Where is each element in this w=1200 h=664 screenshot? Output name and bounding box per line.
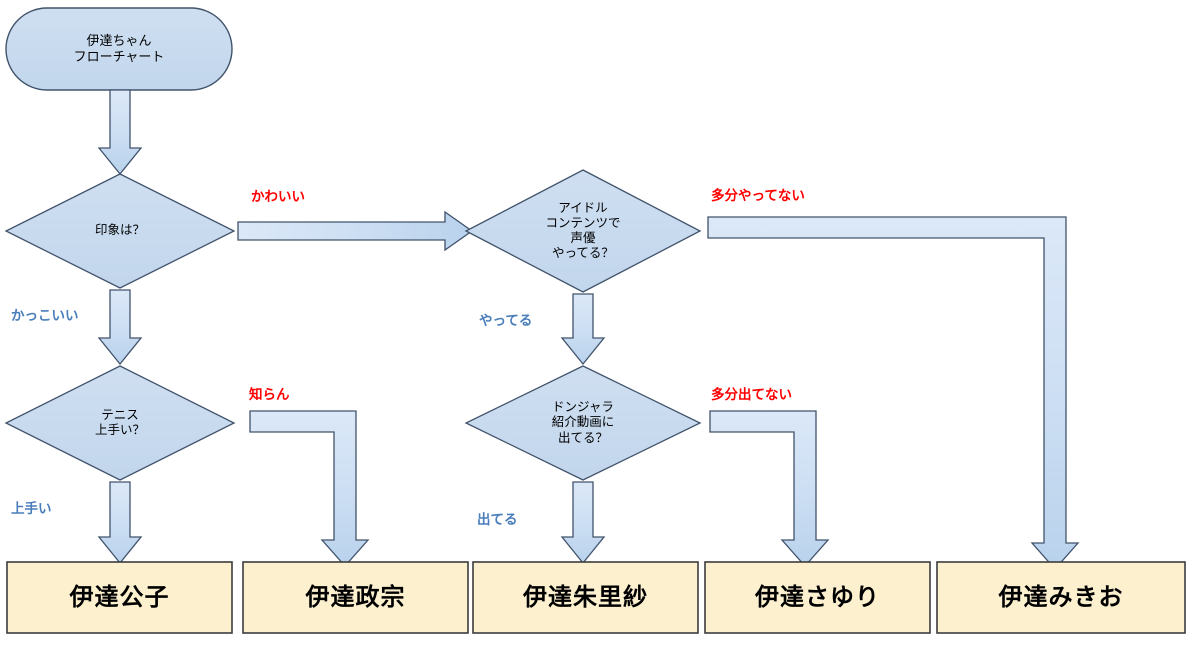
arrow-impression-to-tennis <box>97 289 143 366</box>
decision-tennis-shape <box>4 365 236 481</box>
arrow-idol-no-to-mikio <box>707 216 1080 570</box>
decision-donjara-shape <box>464 365 702 481</box>
arrow-start-to-impression <box>97 89 143 176</box>
arrow-idol-to-donjara <box>560 293 606 366</box>
edge-label-kakkoii: かっこいい <box>11 308 79 323</box>
result-box-akarisa <box>472 561 699 634</box>
edge-label-tabun-yattenai: 多分やってない <box>711 188 805 203</box>
edge-label-kawaii: かわいい <box>251 189 305 204</box>
arrow-donjara-to-akarisa <box>560 481 606 565</box>
arrow-tennis-to-kimiko <box>97 481 143 565</box>
edge-label-deteru: 出てる <box>477 512 518 527</box>
result-box-masamune <box>242 561 469 634</box>
result-box-sayuri <box>704 561 931 634</box>
decision-idol-seiyuu-shape <box>464 169 702 293</box>
result-box-kimiko <box>6 561 233 634</box>
edge-label-umai: 上手い <box>11 501 52 516</box>
start-node-shape <box>5 7 233 91</box>
arrow-donjara-no-to-sayuri <box>709 410 830 567</box>
edge-label-yatteru: やってる <box>479 313 533 328</box>
edge-label-tabun-detenai: 多分出てない <box>711 387 792 402</box>
arrow-impression-to-idol <box>237 210 474 252</box>
result-box-mikio <box>936 561 1186 634</box>
edge-label-shiran: 知らん <box>249 387 290 402</box>
arrow-tennis-no-to-masamune <box>249 410 370 567</box>
decision-impression-shape <box>4 173 236 289</box>
